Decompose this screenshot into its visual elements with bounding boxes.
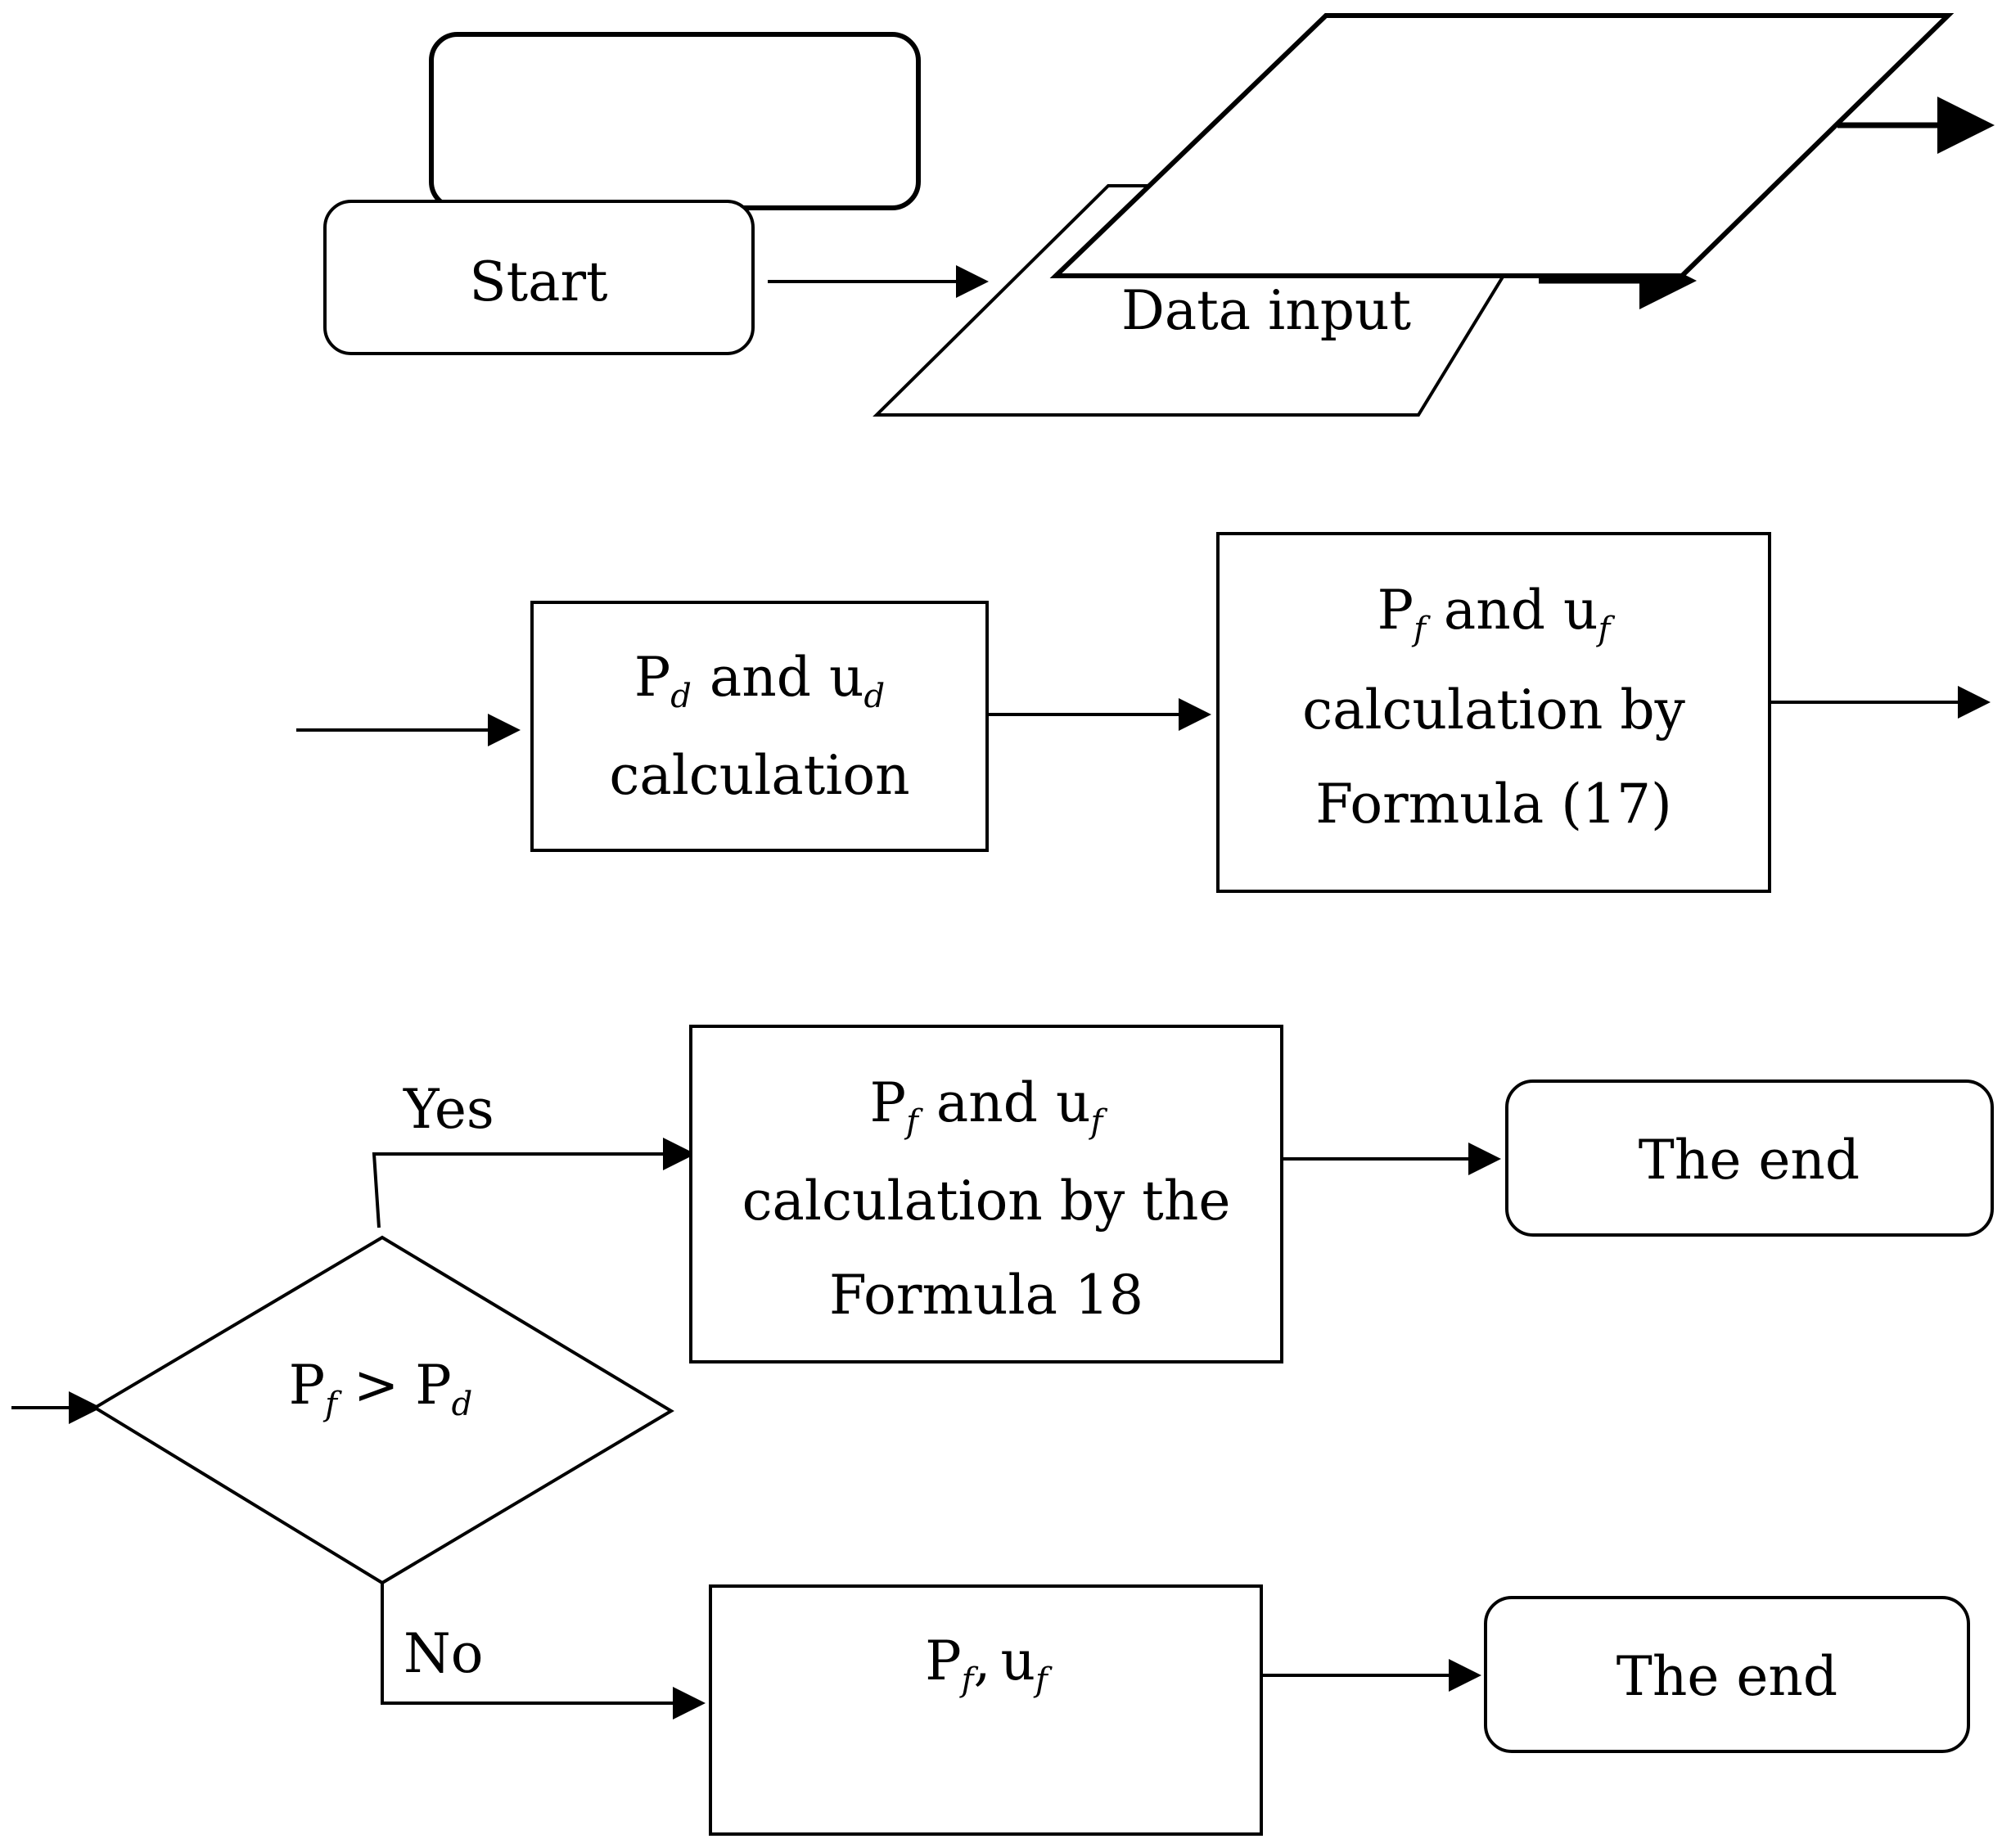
empty-rounded-box bbox=[429, 32, 921, 210]
yes-label: Yes bbox=[403, 1078, 494, 1141]
pd-ud-line2: calculation bbox=[609, 744, 909, 807]
end-yes-label: The end bbox=[1639, 1129, 1860, 1192]
pf-uf-result-node: Pf,uf bbox=[709, 1584, 1263, 1836]
arrow-no-branch bbox=[381, 1583, 706, 1720]
decision-node: Pf>Pd bbox=[92, 1235, 674, 1585]
pf-uf-result-label: Pf,uf bbox=[925, 1629, 1053, 1699]
decision-condition: Pf>Pd bbox=[289, 1354, 473, 1423]
end-node-no: The end bbox=[1484, 1596, 1970, 1753]
pf-uf-18-line2: calculation by the bbox=[742, 1170, 1231, 1233]
no-label: No bbox=[404, 1622, 484, 1685]
start-label: Start bbox=[469, 250, 607, 313]
end-node-yes: The end bbox=[1505, 1080, 1994, 1237]
arrow-yes-branch bbox=[372, 1138, 696, 1228]
pf-uf-17-line3: Formula (17) bbox=[1315, 773, 1671, 836]
large-parallelogram bbox=[1049, 13, 1955, 278]
pf-uf-17-line2: calculation by bbox=[1302, 678, 1685, 741]
end-no-label: The end bbox=[1616, 1645, 1837, 1708]
pf-uf-18-line3: Formula 18 bbox=[829, 1264, 1143, 1327]
data-input-label: Data input bbox=[1121, 279, 1411, 342]
start-node: Start bbox=[323, 200, 755, 355]
